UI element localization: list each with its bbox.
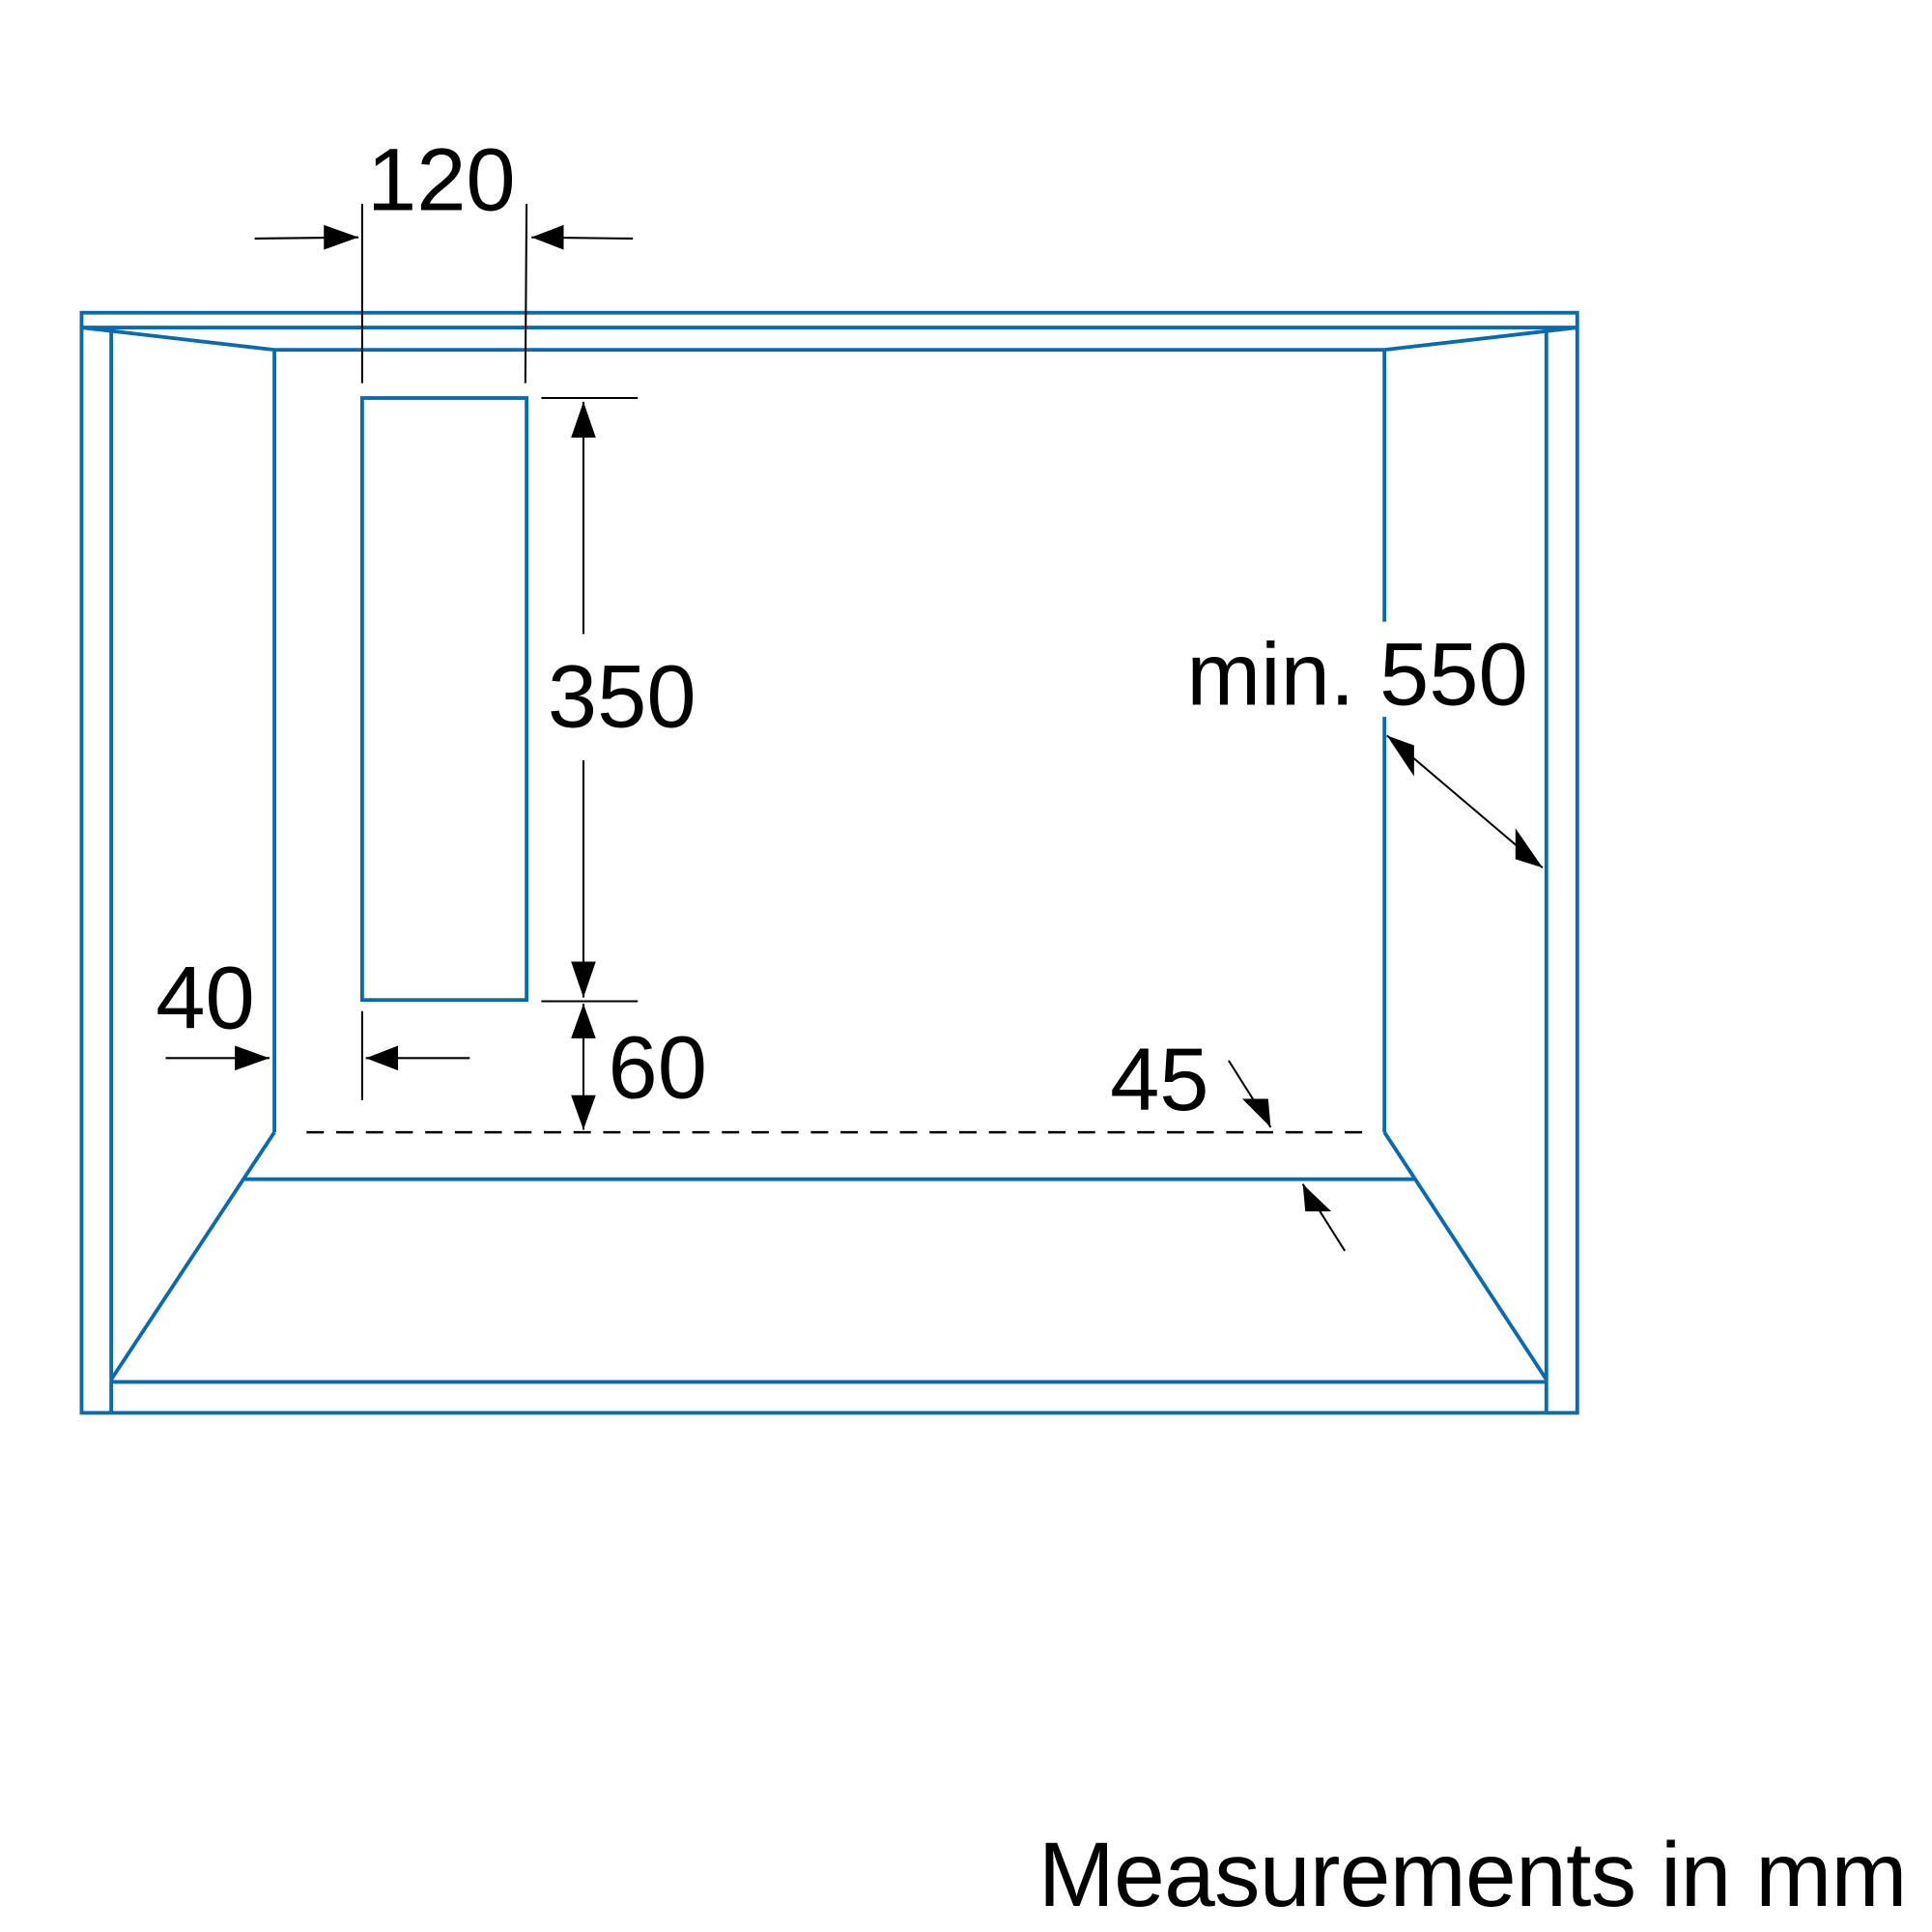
dim-min-depth: min. 550 [1186,624,1527,724]
dimension-lines [165,204,1544,1252]
dim-side-offset: 40 [156,949,254,1048]
dim-opening-height: 350 [548,646,696,746]
cabinet-outline [79,310,1579,1415]
units-note: Measurements in mm [1038,1824,1908,1926]
dim-depth-offset: 45 [1110,1030,1208,1129]
dim-opening-width: 120 [367,130,516,230]
ventilation-opening [360,396,529,1003]
dim-bottom-offset: 60 [609,1017,707,1117]
